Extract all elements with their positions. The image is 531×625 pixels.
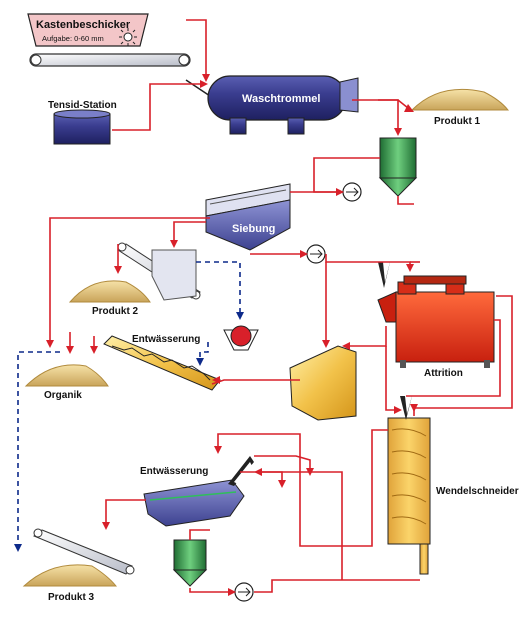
kastenbeschicker-feeder: Kastenbeschicker Aufgabe: 0-60 mm — [27, 13, 149, 47]
classifier-hopper — [289, 345, 357, 421]
flow-arrowheads — [46, 74, 418, 596]
pump-top-icon — [342, 182, 362, 202]
sprinkler-icon — [119, 28, 137, 46]
entwaesserung-screw-top: Entwässerung — [103, 334, 221, 391]
flow-lines — [49, 19, 513, 593]
produkt1-label: Produkt 1 — [434, 116, 481, 127]
attrition-cell: Attrition — [377, 275, 495, 379]
cyclone-top — [378, 137, 418, 197]
produkt3-conveyor — [32, 528, 135, 575]
produkt2-label: Produkt 2 — [92, 306, 139, 317]
organik-pile: Organik — [24, 364, 109, 401]
aufgabe-label: Aufgabe: 0-60 mm — [42, 34, 104, 43]
waschtrommel-drum: Waschtrommel — [185, 75, 359, 135]
sieve-hopper — [151, 249, 197, 301]
produkt1-pile: Produkt 1 — [410, 88, 510, 127]
waste-flow-lines — [14, 261, 244, 552]
tensid-station-label: Tensid-Station — [48, 100, 117, 111]
organik-label: Organik — [44, 390, 82, 401]
kastenbeschicker-label: Kastenbeschicker — [36, 19, 131, 31]
discard-funnel-icon — [223, 325, 259, 351]
cyclone-bottom — [172, 539, 208, 587]
entwaesserung-top-label: Entwässerung — [132, 334, 200, 345]
wendelschneider-inlet-icon — [400, 396, 412, 420]
wendelschneider-spiral: Wendelschneider — [387, 417, 519, 575]
pump-middle-icon — [306, 244, 326, 264]
entwaesserung-bottom-label: Entwässerung — [140, 466, 208, 477]
siebung-screen: Siebung — [205, 183, 291, 251]
feeder-conveyor — [29, 53, 191, 67]
pump-bottom-icon — [234, 582, 254, 602]
wendelschneider-label: Wendelschneider — [436, 486, 519, 497]
attrition-label: Attrition — [424, 368, 463, 379]
bottom-inlet-icon — [228, 456, 254, 486]
produkt2-pile: Produkt 2 — [68, 280, 151, 317]
entwaesserung-bottom: Entwässerung — [140, 466, 245, 527]
siebung-label: Siebung — [232, 223, 275, 235]
attrition-inlet-icon — [378, 262, 390, 288]
tensid-station: Tensid-Station — [48, 100, 117, 145]
waschtrommel-label: Waschtrommel — [242, 93, 320, 105]
produkt3-pile: Produkt 3 — [22, 564, 118, 603]
produkt3-label: Produkt 3 — [48, 592, 95, 603]
